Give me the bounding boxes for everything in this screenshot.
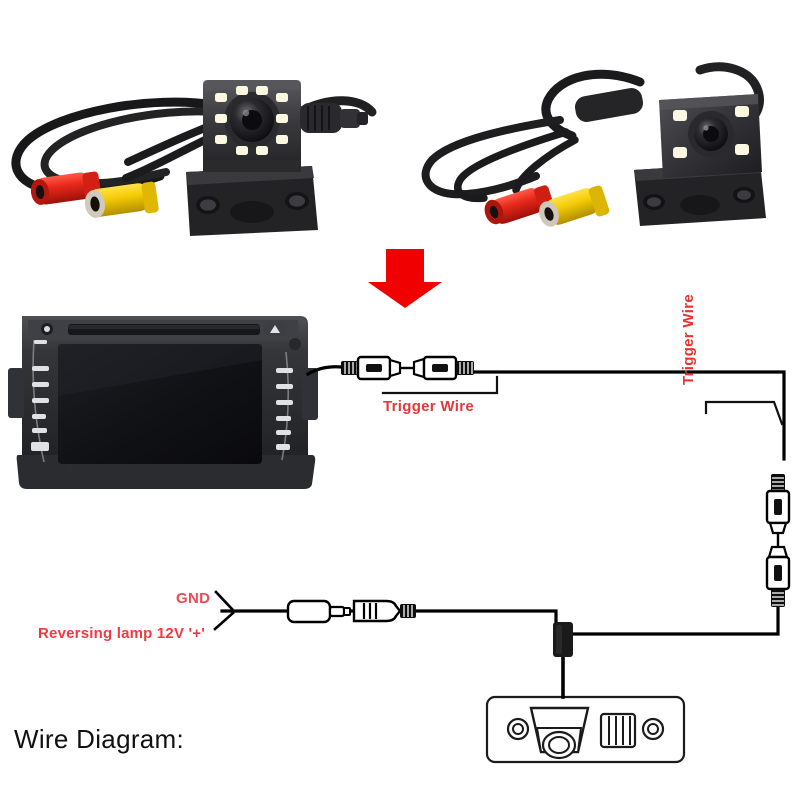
rca-connector-pair-right bbox=[765, 474, 791, 607]
head-unit-right-buttons bbox=[276, 368, 293, 450]
camera-left-photo bbox=[11, 80, 377, 236]
camera-right-photo bbox=[421, 62, 766, 227]
wire-junction-block bbox=[553, 622, 573, 657]
label-trigger-wire-right: Trigger Wire bbox=[680, 294, 697, 385]
rca-plug-extension-side bbox=[412, 355, 474, 381]
camera-right-body bbox=[659, 94, 762, 178]
rca-plug-camera-side bbox=[765, 474, 791, 535]
wire-right-down-to-junction bbox=[561, 593, 780, 636]
wire-top-run-right bbox=[468, 370, 786, 461]
head-unit-left-buttons bbox=[31, 340, 49, 451]
camera-left-plug bbox=[300, 103, 368, 133]
label-trigger-wire-top: Trigger Wire bbox=[383, 398, 474, 415]
leader-trigger-top bbox=[381, 375, 499, 395]
rca-plug-headunit-side bbox=[341, 355, 402, 381]
red-connector-left bbox=[30, 171, 102, 205]
head-unit-photo bbox=[8, 316, 318, 489]
wire-12v-fork bbox=[213, 611, 235, 631]
trigger-wire-leaders bbox=[381, 375, 784, 426]
rca-connector-pair-top bbox=[341, 355, 474, 381]
led-array-right bbox=[673, 106, 749, 158]
wire-headunit-to-rca bbox=[305, 365, 344, 377]
license-plate-camera bbox=[485, 695, 686, 764]
rca-jack-camera-side bbox=[765, 545, 791, 607]
yellow-connector-left bbox=[84, 181, 159, 218]
flow-arrow-down-icon bbox=[368, 249, 442, 308]
leader-trigger-right bbox=[704, 400, 784, 426]
wire-gnd-fork bbox=[214, 590, 234, 611]
label-reversing-lamp: Reversing lamp 12V '+' bbox=[38, 625, 206, 642]
yellow-connector-right bbox=[539, 185, 610, 227]
camera-left-body bbox=[203, 80, 301, 172]
label-gnd: GND bbox=[176, 590, 211, 607]
dc-power-connector-pair bbox=[286, 599, 416, 624]
dc-barrel-plug bbox=[286, 599, 332, 624]
page-title: Wire Diagram: bbox=[14, 724, 185, 754]
camera-left-bracket bbox=[186, 166, 318, 236]
led-array-left bbox=[215, 86, 288, 155]
